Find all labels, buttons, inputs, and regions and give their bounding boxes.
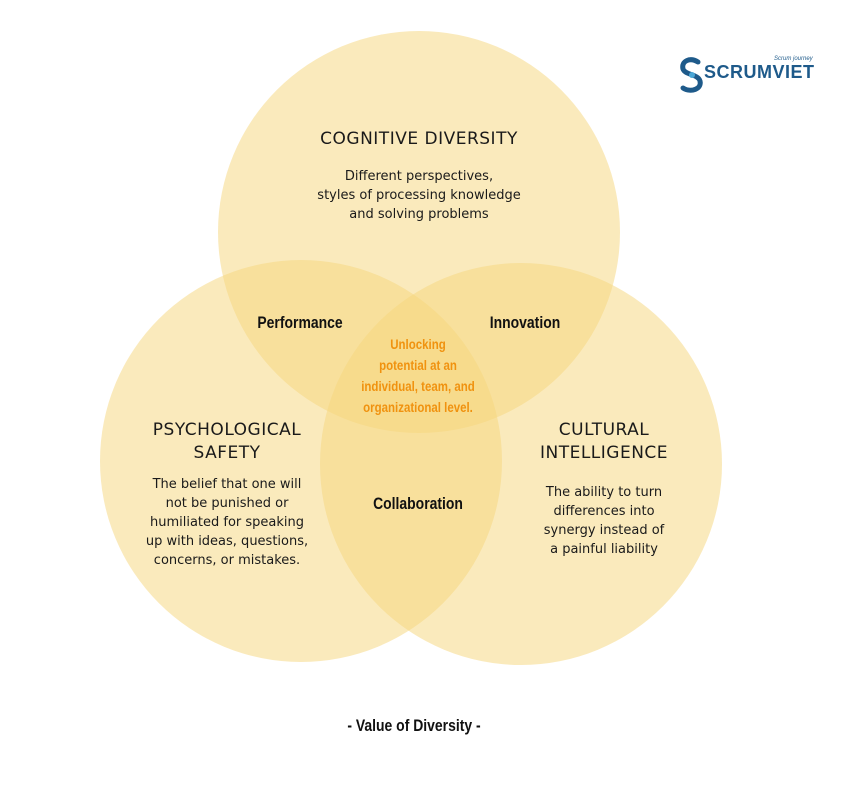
desc-line: not be punished or <box>165 496 289 511</box>
intersection-collaboration: Collaboration <box>373 494 463 513</box>
desc-line: styles of processing knowledge <box>317 188 521 203</box>
desc-line: a painful liability <box>550 542 658 557</box>
desc-line: up with ideas, questions, <box>145 534 309 549</box>
desc-line: differences into <box>553 504 655 519</box>
desc-line: concerns, or mistakes. <box>153 553 301 568</box>
logo-tagline: Scrum journey <box>774 56 813 62</box>
center-line: Unlocking <box>390 336 446 352</box>
diagram-caption: - Value of Diversity - <box>347 716 481 735</box>
intersection-innovation: Innovation <box>489 313 561 332</box>
center-line: organizational level. <box>363 399 473 415</box>
circle-cultural-intelligence <box>320 263 722 665</box>
cognitive-diversity-desc: Different perspectives, styles of proces… <box>259 167 579 224</box>
cultural-intelligence-desc: The ability to turn differences into syn… <box>494 483 714 559</box>
desc-line: synergy instead of <box>543 523 665 538</box>
center-intersection-text: Unlocking potential at an individual, te… <box>336 334 500 418</box>
logo-wordmark: SCRUMVIET <box>704 62 815 82</box>
center-line: potential at an <box>379 357 457 373</box>
desc-line: Different perspectives, <box>344 169 494 184</box>
desc-line: The belief that one will <box>152 477 302 492</box>
title-line: SAFETY <box>193 443 261 463</box>
cognitive-diversity-title: COGNITIVE DIVERSITY <box>320 129 518 149</box>
desc-line: and solving problems <box>349 207 489 222</box>
intersection-performance: Performance <box>257 313 343 332</box>
title-line: CULTURAL <box>558 420 650 440</box>
cultural-intelligence-title: CULTURAL INTELLIGENCE <box>494 419 714 465</box>
desc-line: humiliated for speaking <box>149 515 305 530</box>
psychological-safety-title: PSYCHOLOGICAL SAFETY <box>117 419 337 465</box>
title-line: PSYCHOLOGICAL <box>152 420 302 440</box>
logo-mark-icon <box>680 57 703 93</box>
psychological-safety-desc: The belief that one will not be punished… <box>117 475 337 570</box>
desc-line: The ability to turn <box>545 485 663 500</box>
center-line: individual, team, and <box>361 378 475 394</box>
title-line: INTELLIGENCE <box>539 443 669 463</box>
scrumviet-logo: Scrum journey SCRUMVIET <box>678 55 818 95</box>
